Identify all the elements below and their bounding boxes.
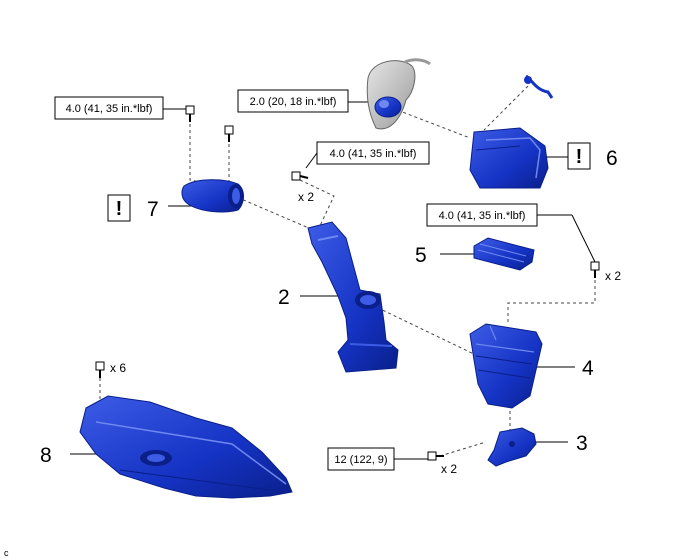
torque-spec-4: 4.0 (41, 35 in.*lbf): [426, 203, 538, 227]
callout-7: 7: [147, 198, 159, 221]
torque-spec-7: 4.0 (41, 35 in.*lbf): [54, 96, 164, 120]
qty-bolt-3: x 2: [441, 462, 457, 476]
part-4-air-cleaner-case: [469, 323, 543, 409]
qty-bolt-8: x 6: [110, 361, 126, 375]
part-7-bolts: [185, 105, 234, 142]
part-3-bolt: [427, 451, 444, 461]
qty-bolt-2: x 2: [298, 190, 314, 204]
torque-spec-4-text: 4.0 (41, 35 in.*lbf): [439, 210, 526, 222]
part-8-radiator-cover: [79, 395, 293, 499]
torque-spec-2: 4.0 (41, 35 in.*lbf): [316, 141, 430, 165]
callout-5: 5: [415, 244, 427, 267]
callout-2: 2: [278, 286, 290, 309]
callout-3: 3: [576, 432, 588, 455]
part-6-mount-bolt: [524, 76, 532, 84]
corner-mark: c: [4, 548, 9, 558]
qty-bolt-4: x 2: [605, 269, 621, 283]
part-2-bolt: [291, 171, 309, 181]
part-8-bolt: [95, 361, 105, 378]
torque-spec-7-text: 4.0 (41, 35 in.*lbf): [66, 103, 153, 115]
part-6-air-cleaner-cap: [366, 58, 554, 189]
callout-8: 8: [40, 444, 52, 467]
dashed-connector-lines: [99, 85, 596, 457]
warning-icon-6: !: [576, 146, 583, 168]
callout-4: 4: [582, 357, 594, 380]
torque-spec-3: 12 (122, 9): [327, 447, 395, 471]
part-3-bracket: [487, 427, 537, 467]
warning-box-7: !: [107, 194, 131, 222]
warning-box-6: !: [567, 142, 591, 170]
part-5-air-filter: [473, 237, 535, 271]
part-4-bolt: [590, 261, 600, 278]
warning-icon-7: !: [116, 198, 123, 220]
part-2-air-duct: [307, 221, 399, 373]
torque-spec-3-text: 12 (122, 9): [334, 454, 387, 466]
torque-spec-6: 2.0 (20, 18 in.*lbf): [237, 89, 349, 113]
part-7-inlet-duct: [181, 179, 244, 213]
torque-spec-6-text: 2.0 (20, 18 in.*lbf): [250, 96, 337, 108]
callout-6: 6: [606, 147, 618, 170]
torque-spec-2-text: 4.0 (41, 35 in.*lbf): [330, 148, 417, 160]
